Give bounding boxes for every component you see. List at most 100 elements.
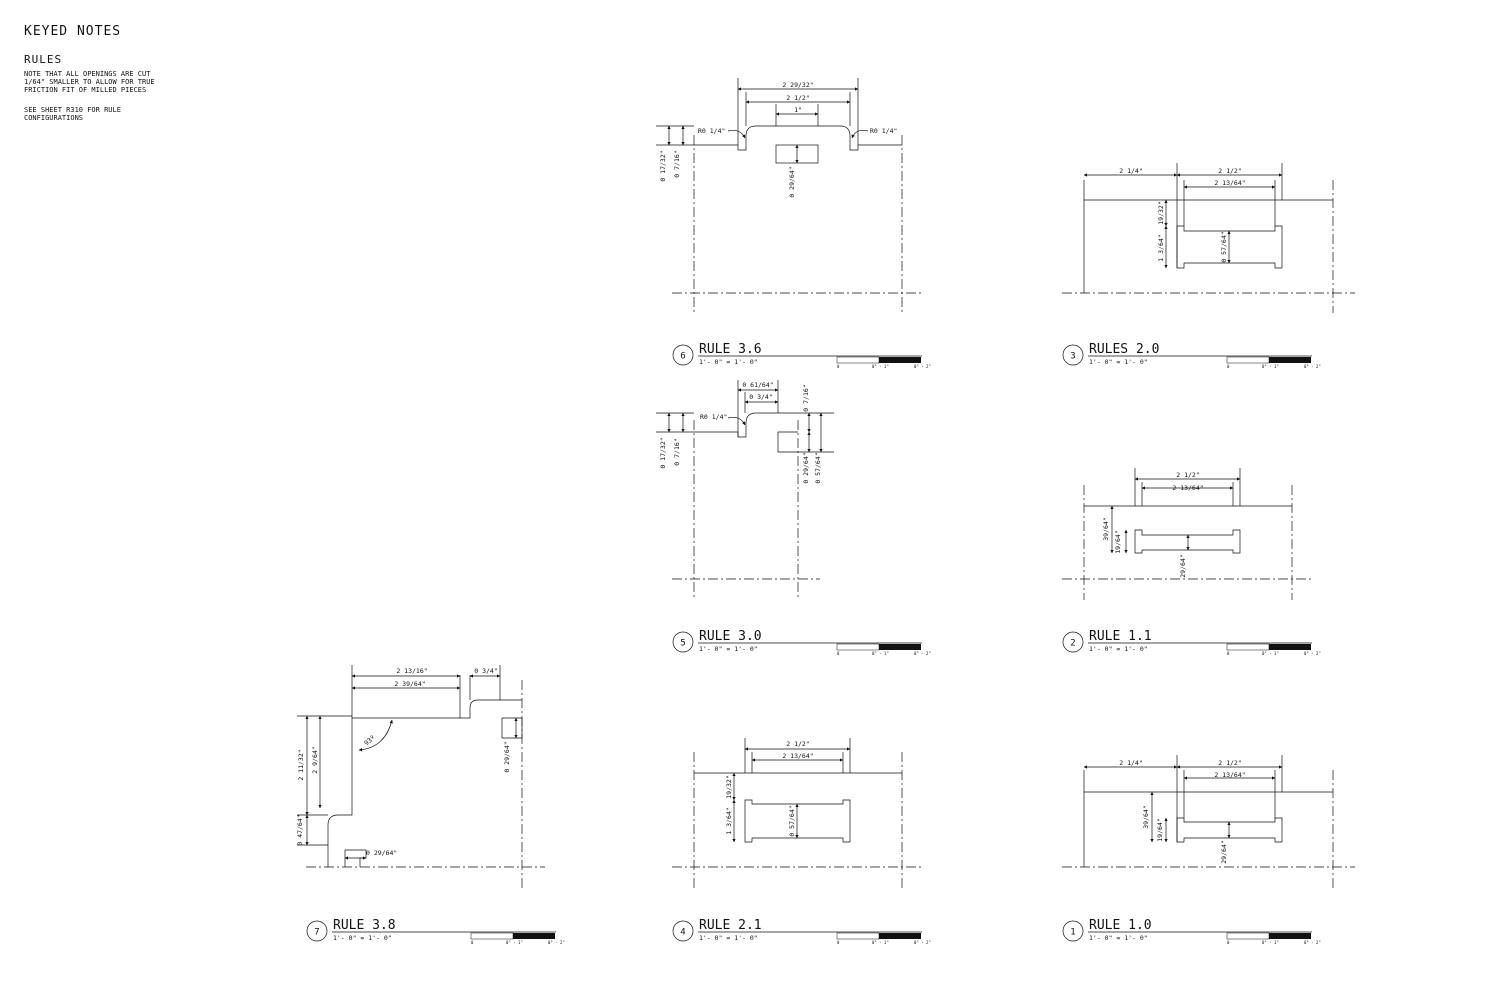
svg-text:0" - 1": 0" - 1" bbox=[1262, 364, 1279, 369]
detail-number: 1 bbox=[1070, 928, 1075, 938]
dim-label: 0 57/64" bbox=[1220, 231, 1228, 262]
svg-text:0" - 1": 0" - 1" bbox=[872, 940, 889, 945]
dim-label: 1 3/64" bbox=[1157, 234, 1165, 261]
scale-bar: 0 0" - 1" 0" - 2" bbox=[836, 643, 931, 656]
detail-number: 6 bbox=[680, 352, 685, 362]
svg-text:0: 0 bbox=[471, 940, 474, 945]
detail-scale: 1'- 0" = 1'- 0" bbox=[699, 934, 758, 942]
dim-label: 2 11/32" bbox=[297, 749, 305, 780]
dim-label: 2 1/2" bbox=[786, 94, 809, 102]
detail-number-circle bbox=[1062, 344, 1084, 366]
title-block-4: 4 RULE 2.1 1'- 0" = 1'- 0" 0 0" - 1" 0" … bbox=[672, 918, 931, 945]
dim-label: 29/64" bbox=[1220, 840, 1228, 863]
dim-label: 39/64" bbox=[1142, 805, 1150, 828]
svg-text:0" - 2": 0" - 2" bbox=[548, 940, 565, 945]
dim-label: 0 7/16" bbox=[673, 438, 681, 465]
scale-bar: 0 0" - 1" 0" - 2" bbox=[470, 932, 565, 945]
detail-number-circle bbox=[672, 631, 694, 653]
dim-label: R0 1/4" bbox=[700, 413, 727, 421]
svg-text:0: 0 bbox=[1227, 940, 1230, 945]
detail-rules-2-0 bbox=[1062, 163, 1355, 313]
dim-label: 0 7/16" bbox=[673, 150, 681, 177]
dim-label: 1 3/64" bbox=[725, 807, 733, 834]
title-block-5: 5 RULE 3.0 1'- 0" = 1'- 0" 0 0" - 1" 0" … bbox=[672, 629, 931, 656]
svg-text:0" - 2": 0" - 2" bbox=[1304, 364, 1321, 369]
dim-label: 2 9/64" bbox=[311, 746, 319, 773]
dim-label: 2 1/4" bbox=[1119, 759, 1142, 767]
scale-bar: 0 0" - 1" 0" - 2" bbox=[1226, 356, 1321, 369]
dim-label: 0 47/64" bbox=[296, 814, 304, 845]
dim-label: 29/64" bbox=[1179, 554, 1187, 577]
rules-heading: RULES bbox=[24, 53, 63, 66]
dim-label: 1" bbox=[794, 106, 802, 114]
detail-number: 4 bbox=[680, 928, 685, 938]
scale-bar: 0 0" - 1" 0" - 2" bbox=[1226, 932, 1321, 945]
svg-text:0: 0 bbox=[837, 651, 840, 656]
keyed-notes-title: KEYED NOTES bbox=[24, 24, 122, 39]
scale-bar: 0 0" - 1" 0" - 2" bbox=[836, 932, 931, 945]
scale-bar: 0 0" - 1" 0" - 2" bbox=[1226, 643, 1321, 656]
detail-number-circle bbox=[1062, 631, 1084, 653]
dim-label: 0 3/4" bbox=[749, 393, 772, 401]
dimension-labels: 2 29/32" 2 1/2" 1" R0 1/4" R0 1/4" 0 17/… bbox=[296, 81, 1246, 864]
dim-label: 0 29/64" bbox=[788, 166, 796, 197]
detail-title: RULE 3.6 bbox=[699, 342, 762, 357]
detail-scale: 1'- 0" = 1'- 0" bbox=[699, 645, 758, 653]
svg-text:0: 0 bbox=[837, 364, 840, 369]
dim-label: 0 17/32" bbox=[659, 150, 667, 181]
svg-text:0" - 2": 0" - 2" bbox=[914, 651, 931, 656]
detail-rule-1-1 bbox=[1062, 468, 1313, 600]
svg-text:0" - 1": 0" - 1" bbox=[1262, 940, 1279, 945]
detail-title: RULES 2.0 bbox=[1089, 342, 1159, 357]
dim-label: 0 29/64" bbox=[802, 452, 810, 483]
dim-label: 0 17/32" bbox=[659, 437, 667, 468]
svg-text:0" - 2": 0" - 2" bbox=[914, 940, 931, 945]
dim-label: 2 13/64" bbox=[1172, 484, 1203, 492]
dim-label: 19/64" bbox=[1114, 530, 1122, 553]
dim-label: 2 1/2" bbox=[1218, 759, 1241, 767]
detail-rule-3-8 bbox=[297, 665, 545, 888]
dim-label: 19/32" bbox=[725, 775, 733, 798]
detail-number: 2 bbox=[1070, 639, 1075, 649]
scale-bar: 0 0" - 1" 0" - 2" bbox=[836, 356, 931, 369]
detail-number-circle bbox=[672, 920, 694, 942]
svg-text:0" - 2": 0" - 2" bbox=[1304, 940, 1321, 945]
dim-label: 2 1/2" bbox=[1218, 167, 1241, 175]
detail-rule-2-1 bbox=[672, 738, 922, 888]
dim-label: 0 29/64" bbox=[503, 741, 511, 772]
detail-scale: 1'- 0" = 1'- 0" bbox=[333, 934, 392, 942]
detail-number: 5 bbox=[680, 639, 685, 649]
keyed-notes: KEYED NOTES RULES NOTE THAT ALL OPENINGS… bbox=[24, 24, 184, 134]
dim-label: 0 61/64" bbox=[742, 381, 773, 389]
dim-label: R0 1/4" bbox=[870, 127, 897, 135]
rules-note-2: SEE SHEET R310 FOR RULE CONFIGURATIONS bbox=[24, 106, 121, 122]
detail-title: RULE 3.8 bbox=[333, 918, 396, 933]
svg-text:0" - 1": 0" - 1" bbox=[872, 651, 889, 656]
svg-text:0: 0 bbox=[1227, 651, 1230, 656]
svg-text:0" - 1": 0" - 1" bbox=[872, 364, 889, 369]
detail-title: RULE 3.0 bbox=[699, 629, 762, 644]
dim-label: 2 29/32" bbox=[782, 81, 813, 89]
dim-label: 0 57/64" bbox=[814, 452, 822, 483]
svg-text:0" - 2": 0" - 2" bbox=[1304, 651, 1321, 656]
dim-label: R0 1/4" bbox=[698, 127, 725, 135]
rules-note-1: NOTE THAT ALL OPENINGS ARE CUT 1/64" SMA… bbox=[24, 70, 155, 94]
svg-text:0: 0 bbox=[1227, 364, 1230, 369]
dim-label: 2 13/64" bbox=[1214, 771, 1245, 779]
dim-label: 2 13/64" bbox=[1214, 179, 1245, 187]
svg-text:0: 0 bbox=[837, 940, 840, 945]
detail-scale: 1'- 0" = 1'- 0" bbox=[1089, 358, 1148, 366]
detail-number: 3 bbox=[1070, 352, 1075, 362]
title-block-7: 7 RULE 3.8 1'- 0" = 1'- 0" 0 0" - 1" 0" … bbox=[306, 918, 565, 945]
dim-label: 39/64" bbox=[1102, 517, 1110, 540]
title-block-2: 2 RULE 1.1 1'- 0" = 1'- 0" 0 0" - 1" 0" … bbox=[1062, 629, 1321, 656]
svg-text:0" - 1": 0" - 1" bbox=[506, 940, 523, 945]
detail-title: RULE 2.1 bbox=[699, 918, 762, 933]
detail-number: 7 bbox=[314, 928, 319, 938]
detail-rule-3-6 bbox=[656, 78, 922, 315]
dim-label: 0 29/64" bbox=[366, 849, 397, 857]
dim-label: 19/32" bbox=[1157, 201, 1165, 224]
svg-text:0" - 2": 0" - 2" bbox=[914, 364, 931, 369]
detail-title: RULE 1.0 bbox=[1089, 918, 1152, 933]
